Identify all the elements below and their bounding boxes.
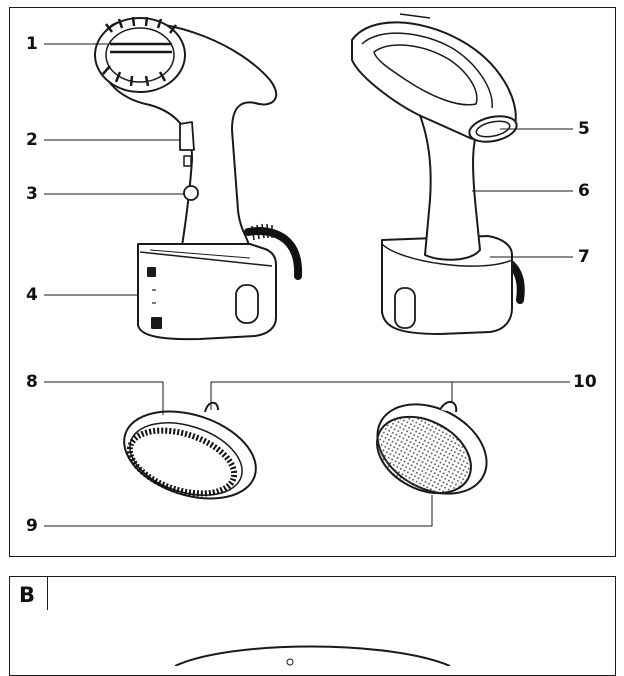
- fabric-attachment-illustration: [376, 401, 488, 495]
- steam-head-vents: [102, 16, 177, 87]
- callout-3: 3: [26, 184, 38, 204]
- brush-bristles: [126, 427, 238, 497]
- figure-panel-a: [9, 7, 616, 557]
- callout-8: 8: [26, 372, 38, 392]
- callout-1: 1: [26, 34, 38, 54]
- steamer-side-view: [94, 16, 303, 341]
- steamer-body-right: [417, 109, 481, 261]
- tank-window: [235, 284, 259, 324]
- fabric-pad: [376, 415, 472, 495]
- panel-letter-b: B: [19, 583, 36, 607]
- cord-relief-coils-left: [251, 223, 273, 241]
- power-cord-left: [244, 227, 303, 280]
- panel-b-oval-top: [174, 645, 451, 666]
- tank-window-right: [394, 287, 416, 329]
- brush-attachment-illustration: [123, 401, 257, 500]
- callout-7: 7: [578, 247, 590, 267]
- callout-6: 6: [578, 181, 590, 201]
- steamer-rear-view: [351, 13, 525, 335]
- leader-lines: [44, 43, 573, 527]
- callout-5: 5: [578, 119, 590, 139]
- callout-10: 10: [573, 372, 597, 392]
- panel-letter-divider: [47, 577, 48, 610]
- callout-4: 4: [26, 285, 38, 305]
- upper-button-shape: [179, 121, 195, 151]
- lower-button-shape: [183, 185, 199, 201]
- steam-head-face: [94, 17, 186, 93]
- callout-2: 2: [26, 130, 38, 150]
- callout-9: 9: [26, 516, 38, 536]
